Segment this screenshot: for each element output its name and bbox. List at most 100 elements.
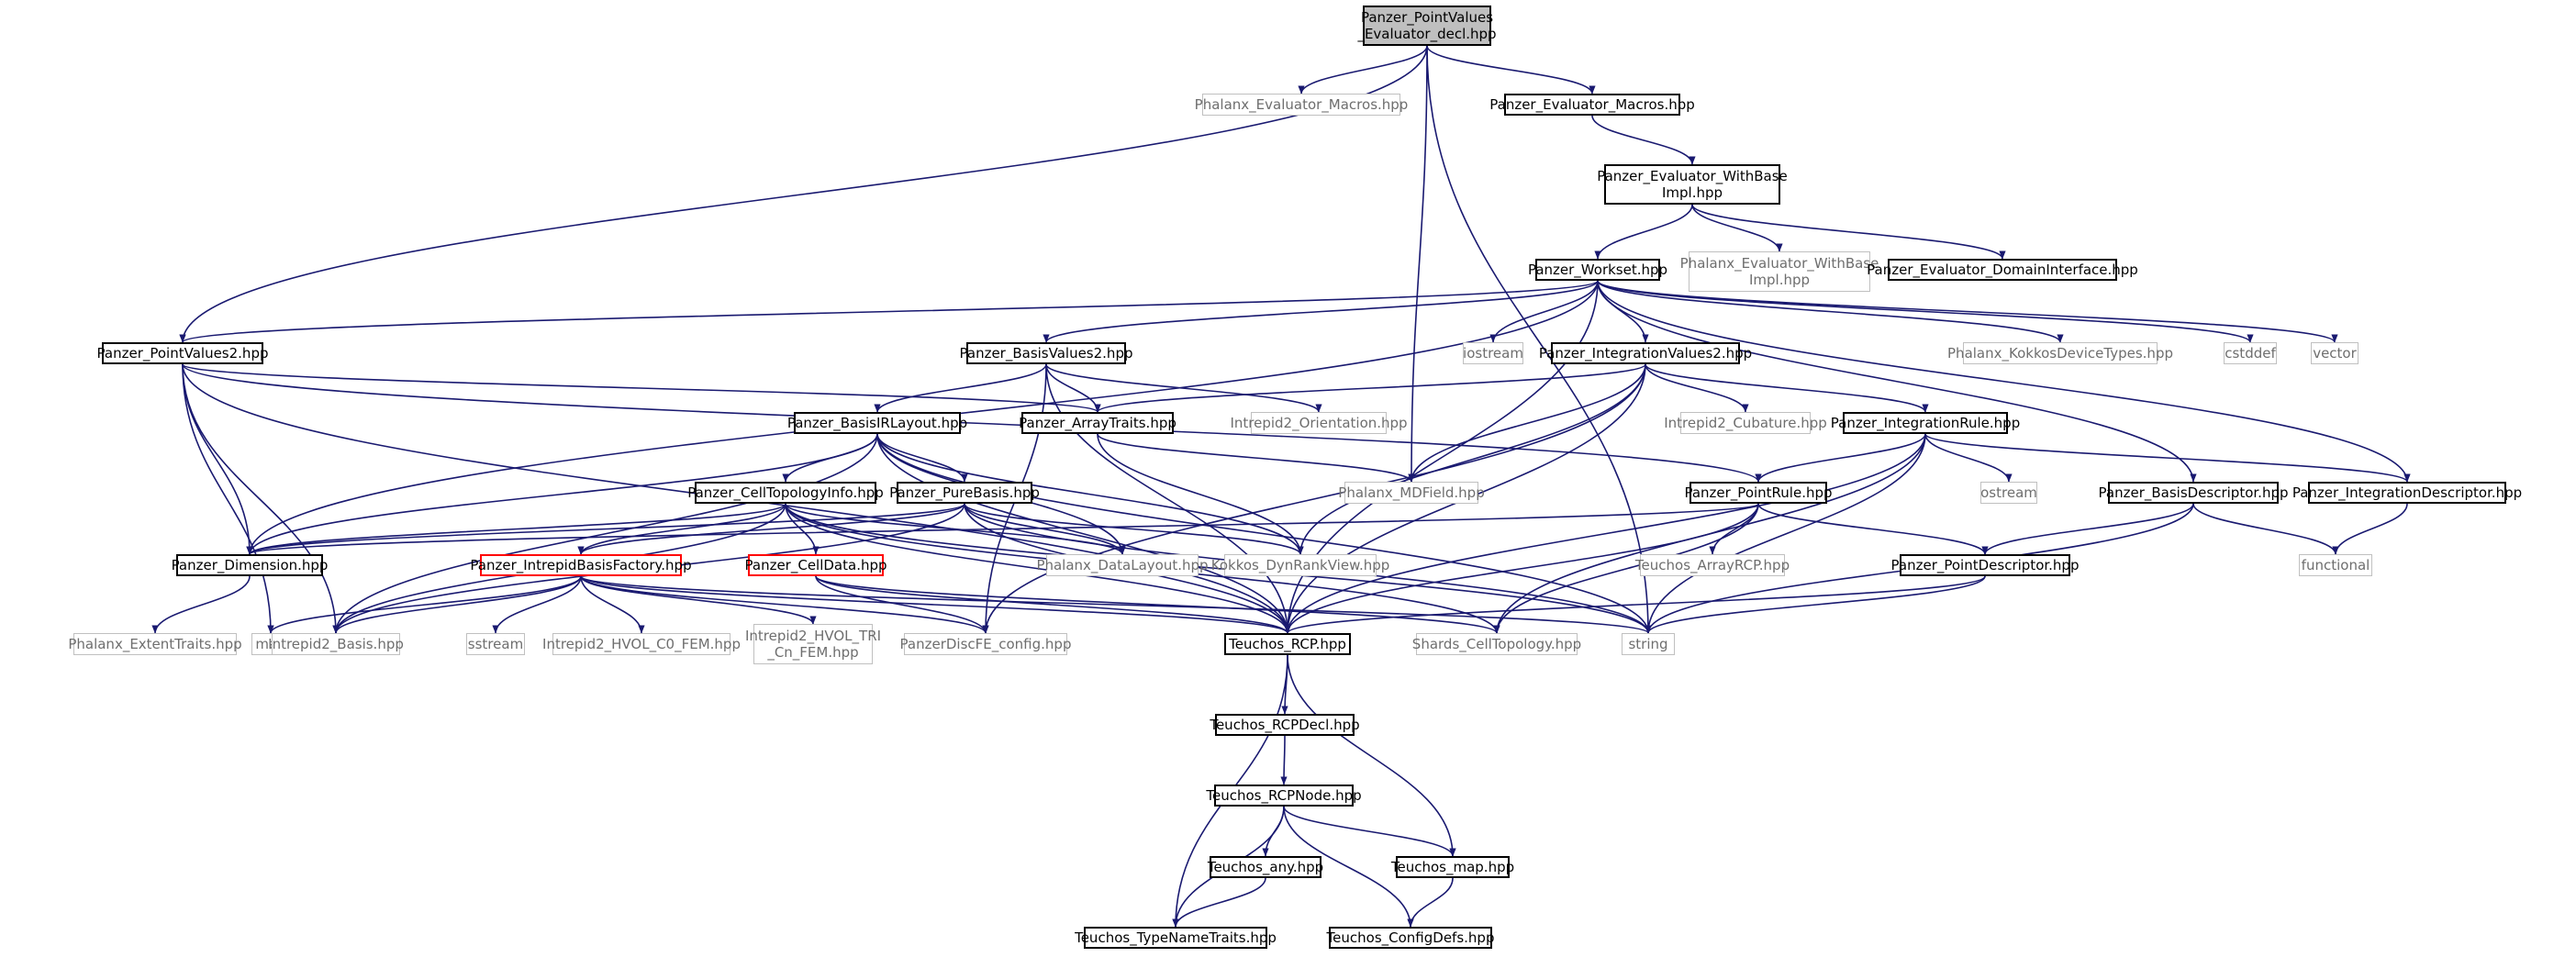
edge-pz_workset-to-iostream [1489,280,1599,343]
edge-pz_i2basisfactory-to-pzdiscfe_config [580,575,989,634]
edge-pz_pointvalues2-to-map [182,363,274,634]
node-teuchos-configdefs[interactable]: Teuchos_ConfigDefs.hpp [1327,927,1494,949]
edge-pz_workset-to-vector [1597,280,2338,343]
edge-pz_workset-to-pz_pointvalues2 [179,280,1599,343]
node-i2-hvol-tri: Intrepid2_HVOL_TRI _Cn_FEM.hpp [745,624,881,664]
edge-root-to-string [1426,45,1652,634]
node-pz-intrule[interactable]: Panzer_IntegrationRule.hpp [1831,412,2020,434]
edge-pz_celltopoinfo-to-pz_dimension [246,503,786,555]
node-pzdiscfe-config: PanzerDiscFE_config.hpp [900,633,1071,655]
node-phx-kokkos-dev: Phalanx_KokkosDeviceTypes.hpp [1947,342,2173,364]
node-pz-celltopoinfo[interactable]: Panzer_CellTopologyInfo.hpp [687,482,884,504]
edge-pz_workset-to-pz_intdesc [1597,280,2411,483]
edge-teuchos_rcpnode-to-teuchos_configdefs [1283,806,1414,928]
edge-pz_celldata-to-shards_celltopo [815,575,1500,634]
node-phx-eval-withbase: Phalanx_Evaluator_WithBase Impl.hpp [1680,251,1879,292]
edge-pz_workset-to-cstddef [1597,280,2254,343]
edge-pz_celldata-to-teuchos_rcp [815,575,1291,634]
node-teuchos-arrayrcp: Teuchos_ArrayRCP.hpp [1635,554,1790,576]
edge-root-to-phx_mdfield [1408,45,1428,483]
edge-pz_purebasis-to-pz_dimension [246,503,965,555]
node-shards-celltopo: Shards_CellTopology.hpp [1412,633,1581,655]
node-pz-eval-withbase[interactable]: Panzer_Evaluator_WithBase Impl.hpp [1597,164,1788,205]
edge-pz_intdesc-to-functional [2332,503,2408,555]
edge-pz_dimension-to-phx_extenttraits [151,575,251,634]
node-functional: functional [2299,554,2372,576]
node-pz-i2basisfactory[interactable]: Panzer_IntrepidBasisFactory.hpp [470,554,692,576]
edge-pz_basisirlayout-to-kokkos_drv [876,433,1304,555]
node-pz-intdesc[interactable]: Panzer_IntegrationDescriptor.hpp [2292,482,2522,504]
edge-teuchos_map-to-teuchos_configdefs [1407,877,1454,928]
edge-pz_intvalues2-to-pz_intrule [1645,363,1929,413]
edge-pz_pointrule-to-pz_dimension [246,503,1759,555]
edge-pz_arraytraits-to-phx_mdfield [1097,433,1415,483]
node-teuchos-any[interactable]: Teuchos_any.hpp [1208,856,1323,878]
edge-pz_intvalues2-to-pz_arraytraits [1094,363,1646,413]
node-ostream: ostream [1980,482,2037,504]
edge-pz_intvalues2-to-i2_cubature [1645,363,1749,413]
edge-pz_purebasis-to-pz_i2basisfactory [577,503,965,555]
node-phx-eval-macros: Phalanx_Evaluator_Macros.hpp [1195,94,1408,116]
node-pz-purebasis[interactable]: Panzer_PureBasis.hpp [889,482,1040,504]
node-pz-workset[interactable]: Panzer_Workset.hpp [1528,259,1667,281]
node-pz-basisirlayout[interactable]: Panzer_BasisIRLayout.hpp [787,412,967,434]
edge-pz_pointrule-to-pz_pointdesc [1757,503,1989,555]
node-root: Panzer_PointValues _Evaluator_decl.hpp [1357,6,1497,46]
edge-pz_basisirlayout-to-string [876,433,1652,634]
edge-root-to-phx_eval_macros [1298,45,1428,95]
edge-pz_eval_macros-to-pz_eval_withbase [1591,115,1696,165]
node-map: map [251,633,290,655]
node-iostream: iostream [1463,342,1523,364]
edge-pz_intvalues2-to-kokkos_drv [1297,363,1646,555]
edge-pz_intrule-to-pz_pointrule [1755,433,1926,483]
node-i2-cubature: Intrepid2_Cubature.hpp [1664,412,1827,434]
edge-pz_i2basisfactory-to-i2_hvol_c0 [580,575,645,634]
node-cstddef: cstddef [2224,342,2277,364]
edge-pz_pointvalues2-to-i2_basis [182,363,340,634]
node-vector: vector [2311,342,2359,364]
edge-pz_intvalues2-to-phx_mdfield [1408,363,1646,483]
node-teuchos-typenametraits[interactable]: Teuchos_TypeNameTraits.hpp [1075,927,1277,949]
node-pz-eval-domain[interactable]: Panzer_Evaluator_DomainInterface.hpp [1867,259,2138,281]
edge-pz_pointrule-to-shards_celltopo [1493,503,1759,634]
node-pz-pointdesc[interactable]: Panzer_PointDescriptor.hpp [1891,554,2079,576]
edge-pz_i2basisfactory-to-string [580,575,1652,634]
edge-pz_basisdesc-to-pz_pointdesc [1981,503,2194,555]
node-phx-extenttraits: Phalanx_ExtentTraits.hpp [68,633,242,655]
node-pz-celldata[interactable]: Panzer_CellData.hpp [745,554,887,576]
node-teuchos-map[interactable]: Teuchos_map.hpp [1391,856,1514,878]
edge-pz_workset-to-pz_basisdesc [1597,280,2197,483]
node-pz-basisvalues2[interactable]: Panzer_BasisValues2.hpp [960,342,1133,364]
edge-pz_pointdesc-to-teuchos_rcp [1284,575,1986,634]
node-pz-arraytraits[interactable]: Panzer_ArrayTraits.hpp [1019,412,1176,434]
edge-pz_celldata-to-pzdiscfe_config [815,575,989,634]
node-pz-eval-macros[interactable]: Panzer_Evaluator_Macros.hpp [1489,94,1695,116]
node-string: string [1622,633,1675,655]
edge-pz_eval_withbase-to-pz_workset [1594,204,1693,260]
edge-pz_pointrule-to-teuchos_arrayrcp [1709,503,1759,555]
edge-pz_basisdesc-to-functional [2192,503,2339,555]
edge-pz_i2basisfactory-to-teuchos_rcp [580,575,1291,634]
node-i2-orientation: Intrepid2_Orientation.hpp [1230,412,1408,434]
edge-pz_intrule-to-string [1645,433,1926,634]
node-teuchos-rcpnode[interactable]: Teuchos_RCPNode.hpp [1206,785,1362,807]
node-pz-intvalues2[interactable]: Panzer_IntegrationValues2.hpp [1539,342,1752,364]
edge-pz_intrule-to-ostream [1924,433,2013,483]
edge-pz_purebasis-to-kokkos_drv [964,503,1304,555]
edge-pz_pointdesc-to-string [1645,575,1986,634]
edge-pz_basisirlayout-to-pz_dimension [246,433,878,555]
edge-pz_celltopoinfo-to-pz_i2basisfactory [577,503,786,555]
edge-pz_arraytraits-to-kokkos_drv [1097,433,1304,555]
node-pz-basisdesc[interactable]: Panzer_BasisDescriptor.hpp [2099,482,2289,504]
node-teuchos-rcpdecl[interactable]: Teuchos_RCPDecl.hpp [1210,714,1360,736]
edge-pz_basisvalues2-to-teuchos_rcp [1045,363,1291,634]
node-pz-pointrule[interactable]: Panzer_PointRule.hpp [1684,482,1833,504]
node-phx-mdfield: Phalanx_MDField.hpp [1338,482,1485,504]
node-i2-hvol-c0: Intrepid2_HVOL_C0_FEM.hpp [542,633,741,655]
node-pz-pointvalues2[interactable]: Panzer_PointValues2.hpp [97,342,268,364]
node-pz-dimension[interactable]: Panzer_Dimension.hpp [172,554,328,576]
node-teuchos-rcp[interactable]: Teuchos_RCP.hpp [1224,633,1351,655]
edge-pz_intrule-to-teuchos_rcp [1284,433,1926,634]
edge-teuchos_rcpnode-to-teuchos_map [1283,806,1456,857]
